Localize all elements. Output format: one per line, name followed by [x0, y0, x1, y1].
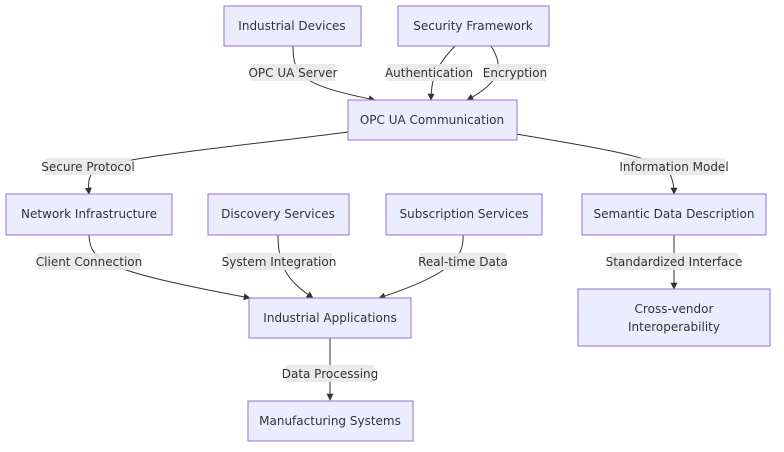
node-label-line1: Cross-vendor	[635, 302, 714, 316]
edge-label-client-connection: Client Connection	[36, 253, 142, 270]
node-discovery-services: Discovery Services	[207, 193, 350, 236]
edge-label-authentication: Authentication	[385, 64, 473, 81]
edge-label-system-integration: System Integration	[222, 253, 337, 270]
node-manufacturing-systems: Manufacturing Systems	[247, 400, 414, 442]
edge-label-opc-ua-server: OPC UA Server	[248, 64, 338, 81]
edge-label-information-model: Information Model	[619, 158, 729, 175]
edge-label-standardized-interface: Standardized Interface	[606, 253, 743, 270]
node-label: Subscription Services	[400, 207, 529, 221]
node-industrial-devices: Industrial Devices	[223, 5, 362, 47]
edge-label-text: Authentication	[385, 66, 473, 80]
edge-label-secure-protocol: Secure Protocol	[41, 158, 135, 175]
node-label: Industrial Applications	[263, 311, 396, 325]
node-security-framework: Security Framework	[397, 5, 550, 47]
edge-label-data-processing: Data Processing	[282, 365, 379, 382]
node-semantic-data-description: Semantic Data Description	[581, 193, 767, 236]
node-label: Industrial Devices	[238, 19, 345, 33]
node-opc-ua-communication: OPC UA Communication	[347, 99, 518, 141]
node-label: Discovery Services	[221, 207, 335, 221]
edge-label-text: Client Connection	[36, 255, 142, 269]
node-label: Semantic Data Description	[594, 207, 755, 221]
edge-label-real-time-data: Real-time Data	[418, 253, 508, 270]
edge-label-text: OPC UA Server	[248, 66, 337, 80]
edge-label-encryption: Encryption	[483, 64, 547, 81]
edge-label-text: Encryption	[483, 66, 547, 80]
node-subscription-services: Subscription Services	[385, 193, 543, 236]
node-label-line2: Interoperability	[628, 320, 720, 334]
edge-label-text: Secure Protocol	[41, 160, 134, 174]
node-label: Network Infrastructure	[21, 207, 157, 221]
edge-label-text: Information Model	[619, 160, 728, 174]
node-network-infrastructure: Network Infrastructure	[5, 193, 173, 236]
edge-label-text: Standardized Interface	[606, 255, 743, 269]
node-label: Security Framework	[413, 19, 533, 33]
node-label: Manufacturing Systems	[259, 414, 401, 428]
edge-label-text: System Integration	[222, 255, 337, 269]
edge-label-text: Real-time Data	[418, 255, 508, 269]
node-label: OPC UA Communication	[360, 113, 504, 127]
edge-discovery-to-apps	[277, 234, 314, 299]
node-cross-vendor-interoperability: Cross-vendor Interoperability	[577, 288, 771, 347]
node-industrial-applications: Industrial Applications	[248, 297, 412, 339]
edge-label-text: Data Processing	[282, 367, 379, 381]
